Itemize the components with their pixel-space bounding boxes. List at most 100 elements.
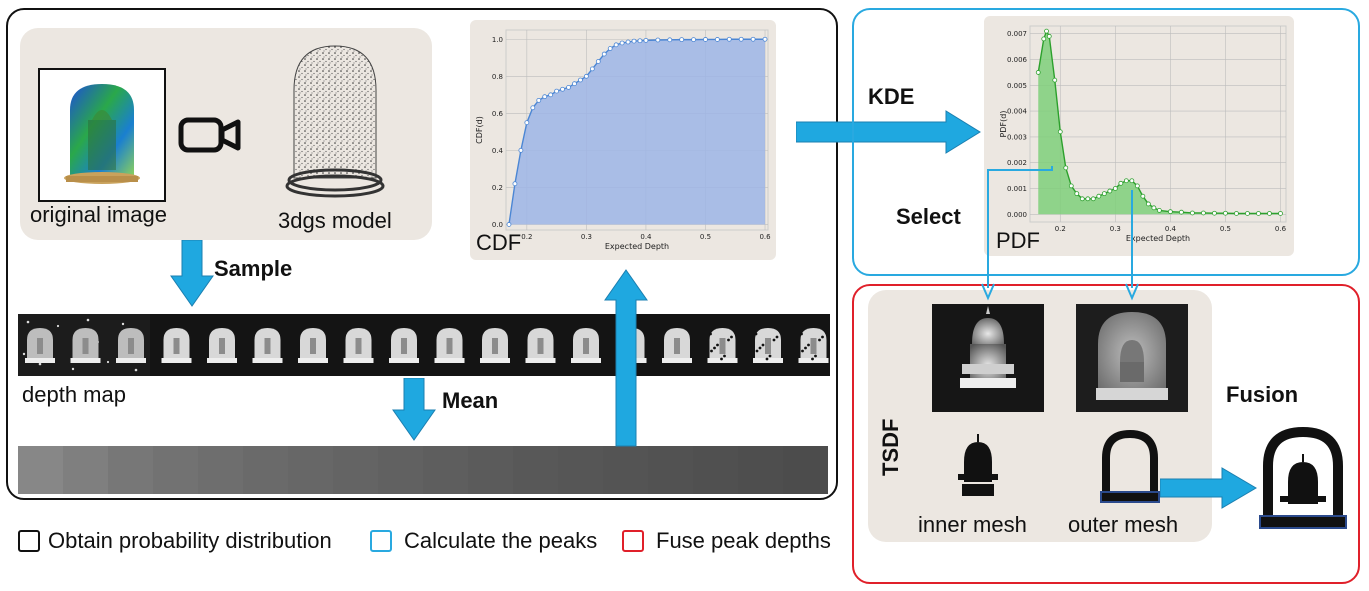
data-point (512, 181, 518, 187)
data-point (583, 73, 589, 79)
kde-arrow (796, 110, 981, 154)
cdf-up-arrow (604, 269, 648, 447)
depth-frame (480, 328, 510, 363)
camera-icon (178, 112, 242, 158)
mean-depth-cell (288, 446, 333, 494)
tsdf-label: TSDF (878, 419, 904, 476)
data-point (631, 38, 637, 44)
x-tick-label: 0.3 (1110, 225, 1121, 233)
data-point (1112, 186, 1118, 191)
data-point (566, 85, 571, 90)
x-tick-label: 0.2 (1055, 225, 1066, 233)
data-point (1090, 196, 1096, 202)
y-tick-label: 0.005 (1007, 82, 1027, 90)
legend-swatch-distribution (18, 530, 40, 552)
data-point (637, 38, 643, 44)
data-point (738, 36, 744, 42)
data-point (1063, 165, 1069, 171)
depth-frame (116, 328, 146, 363)
sample-label: Sample (214, 256, 293, 281)
3dgs-model (280, 40, 390, 200)
data-point (1123, 178, 1129, 184)
data-point (542, 94, 548, 100)
depth-frame (525, 328, 556, 363)
mean-depth-strip (18, 446, 828, 494)
x-tick-label: 0.3 (581, 233, 592, 241)
depth-map-label: depth map (22, 382, 126, 407)
data-point (1035, 70, 1041, 75)
data-point (667, 37, 673, 43)
mean-depth-cell (153, 446, 198, 494)
data-point (1256, 211, 1261, 216)
y-tick-label: 1.0 (492, 36, 503, 44)
data-point (1085, 196, 1091, 202)
outer-mesh-icon (1100, 429, 1160, 503)
depth-frame (434, 328, 465, 363)
legend-label-fuse: Fuse peak depths (656, 528, 831, 553)
x-tick-label: 0.6 (1275, 225, 1287, 233)
select-label: Select (896, 204, 961, 229)
data-point (1223, 210, 1228, 216)
x-tick-label: 0.4 (640, 233, 652, 241)
series-area (1038, 31, 1281, 215)
data-point (1079, 196, 1085, 202)
data-point (625, 39, 631, 45)
depth-map-strip (18, 314, 830, 376)
depth-frame (207, 328, 237, 363)
depth-frame (70, 328, 101, 363)
mean-depth-cell (108, 446, 153, 494)
data-point (536, 97, 542, 103)
cdf-plot-label: CDF (476, 230, 522, 255)
data-point (643, 37, 649, 43)
distribution-frame (6, 8, 838, 500)
depth-frame (343, 328, 374, 363)
fusion-arrow (1160, 467, 1257, 509)
data-point (530, 105, 536, 111)
data-point (1044, 28, 1049, 34)
data-point (679, 37, 685, 43)
data-point (714, 37, 720, 42)
data-point (595, 59, 601, 64)
mean-depth-cell (513, 446, 558, 494)
y-tick-label: 0.004 (1007, 108, 1028, 116)
data-point (601, 51, 607, 57)
data-point (1267, 211, 1272, 216)
series-line (508, 38, 766, 225)
data-point (1046, 33, 1052, 39)
data-point (750, 36, 756, 42)
inner-mesh-label: inner mesh (918, 512, 1027, 537)
legend-swatch-peaks (370, 530, 392, 552)
legend-label-peaks: Calculate the peaks (404, 528, 598, 553)
data-point (607, 46, 613, 51)
data-point (1041, 36, 1047, 42)
depth-frame (298, 328, 328, 363)
depth-frame (798, 328, 829, 363)
data-point (1145, 201, 1151, 207)
data-point (1057, 129, 1063, 135)
mean-depth-cell (468, 446, 513, 494)
data-point (655, 37, 661, 43)
data-point (578, 77, 583, 83)
x-tick-label: 0.5 (1220, 225, 1231, 233)
inner-depth-render (932, 304, 1044, 412)
data-point (1278, 211, 1283, 216)
legend-label-distribution: Obtain probability distribution (48, 528, 332, 553)
mean-depth-cell (783, 446, 828, 494)
depth-frame (252, 328, 283, 363)
data-point (1201, 210, 1206, 216)
data-point (762, 36, 768, 42)
fusion-label: Fusion (1226, 382, 1299, 407)
mean-depth-cell (693, 446, 738, 494)
data-point (560, 86, 565, 92)
data-point (1074, 191, 1080, 197)
y-axis-label: PDF(d) (999, 111, 1008, 138)
data-point (1096, 193, 1102, 199)
data-point (1234, 211, 1239, 216)
data-point (1245, 211, 1250, 216)
data-point (619, 40, 625, 46)
data-point (572, 81, 577, 87)
y-tick-label: 0.002 (1007, 159, 1027, 167)
fusion-frame (852, 284, 1360, 584)
data-point (524, 120, 530, 125)
